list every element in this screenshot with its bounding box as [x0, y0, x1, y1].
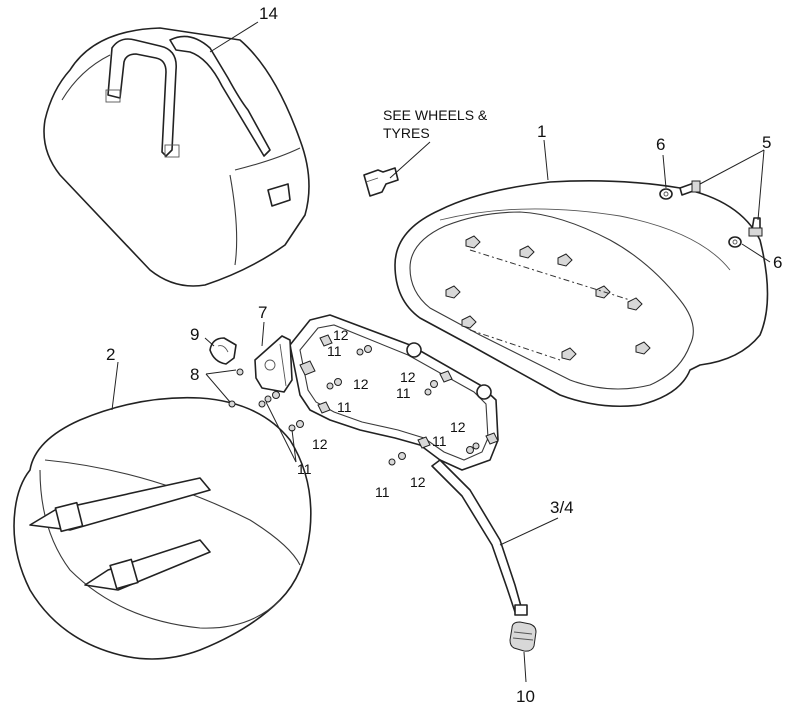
label-11-d: 11 — [297, 461, 312, 477]
label-3-4: 3/4 — [550, 498, 574, 517]
bracket-part-7 — [254, 335, 293, 393]
label-6-right: 6 — [773, 253, 782, 272]
label-8: 8 — [190, 365, 199, 384]
see-wheels-note-line2: TYRES — [383, 125, 430, 141]
top-case-part-1 — [394, 180, 769, 408]
label-12-d: 12 — [312, 436, 328, 452]
valve-elbow-part — [363, 167, 399, 197]
label-7: 7 — [258, 303, 267, 322]
label-12-c: 12 — [400, 369, 416, 385]
label-11-e: 11 — [432, 433, 447, 449]
label-14: 14 — [259, 4, 278, 23]
callout-labels: 14 1 6 5 6 2 7 9 8 3/4 10 12 11 12 11 12… — [106, 4, 782, 706]
label-12-a: 12 — [333, 327, 349, 343]
clamp-part-9 — [209, 337, 237, 365]
label-11-b: 11 — [337, 399, 352, 415]
label-6-top: 6 — [656, 135, 665, 154]
label-12-b: 12 — [353, 376, 369, 392]
label-11-a: 11 — [327, 343, 342, 359]
bolts-part-5 — [679, 180, 763, 237]
grommet-part-10 — [509, 621, 537, 652]
label-1: 1 — [537, 122, 546, 141]
mounting-frame-part-3-4 — [289, 314, 528, 616]
inner-bag-part-14 — [43, 27, 310, 287]
label-5: 5 — [762, 133, 771, 152]
see-wheels-note-line1: SEE WHEELS & — [383, 107, 488, 123]
leader-lines — [111, 21, 771, 683]
label-11-c: 11 — [396, 385, 411, 401]
label-2: 2 — [106, 345, 115, 364]
label-12-f: 12 — [410, 474, 426, 490]
label-10: 10 — [516, 687, 535, 706]
washers-part-6 — [659, 188, 742, 248]
label-9: 9 — [190, 325, 199, 344]
label-12-e: 12 — [450, 419, 466, 435]
label-11-f: 11 — [375, 484, 390, 500]
fasteners-parts-11-12 — [228, 345, 480, 466]
pannier-part-2 — [13, 396, 312, 660]
